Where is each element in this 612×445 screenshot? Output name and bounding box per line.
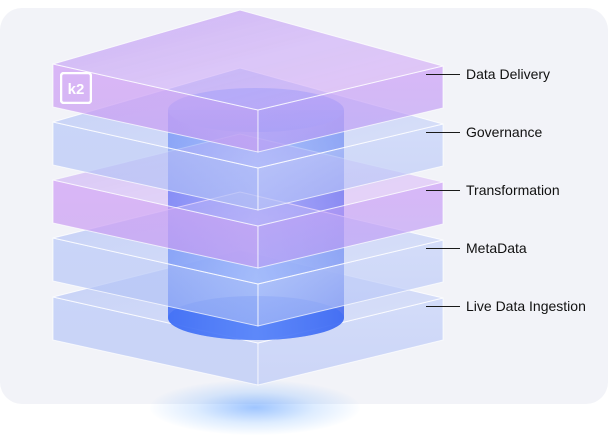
label-transformation: Transformation	[466, 182, 560, 198]
k2-logo: k2	[60, 72, 92, 104]
connector-data-delivery	[426, 74, 460, 75]
shadow-glow	[150, 380, 360, 435]
connector-transformation	[426, 190, 460, 191]
label-data-delivery: Data Delivery	[466, 66, 551, 82]
connector-live-data-ingestion	[426, 306, 460, 307]
label-metadata: MetaData	[466, 240, 527, 256]
connector-metadata	[426, 248, 460, 249]
label-live-data-ingestion: Live Data Ingestion	[466, 298, 586, 314]
label-governance: Governance	[466, 124, 543, 140]
layer-data-delivery-slab	[52, 9, 444, 153]
k2-logo-text: k2	[68, 81, 85, 98]
connector-governance	[426, 132, 460, 133]
